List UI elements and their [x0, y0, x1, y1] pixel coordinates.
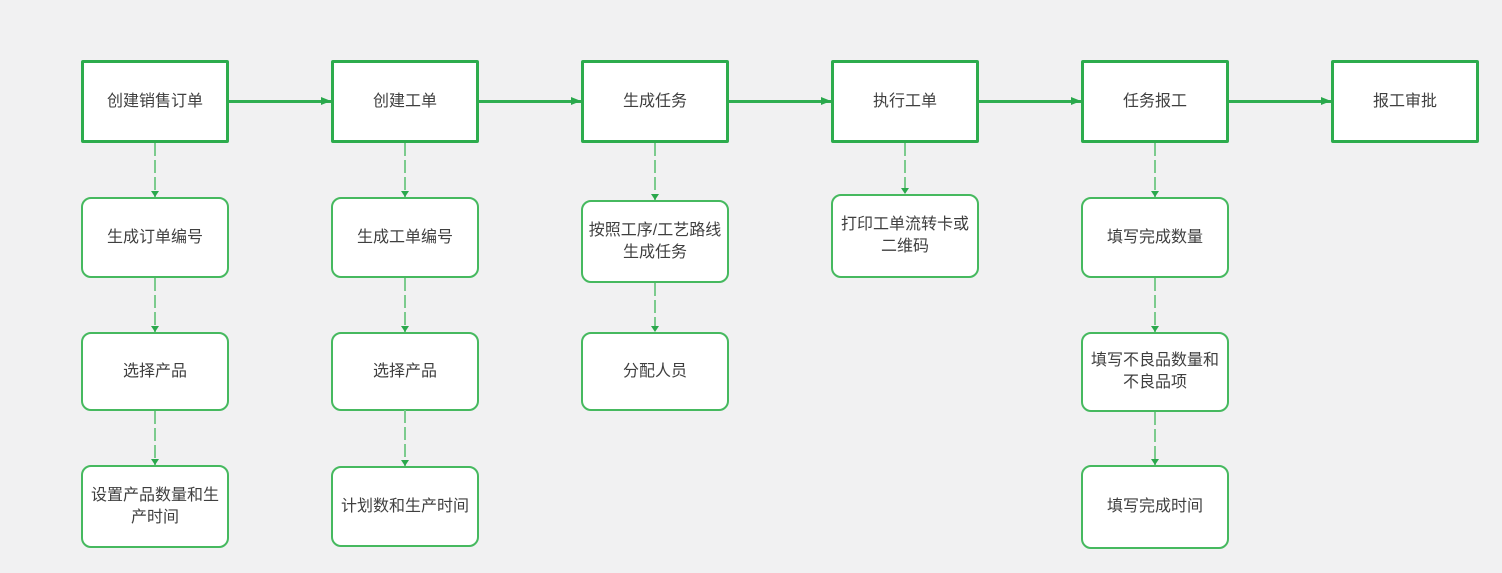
connector-dashed-c2-b: [401, 278, 409, 332]
flow-node-generate-order-number: 生成订单编号: [81, 197, 229, 278]
flow-node-create-sales-order: 创建销售订单: [81, 60, 229, 143]
connector-dashed-c4-a: [901, 143, 909, 194]
flow-node-set-product-qty-and-production-time: 设置产品数量和生产时间: [81, 465, 229, 548]
connector-dashed-c1-b: [151, 278, 159, 332]
flow-node-fill-defective-qty-and-items: 填写不良品数量和不良品项: [1081, 332, 1229, 412]
flow-node-report-approval: 报工审批: [1331, 60, 1479, 143]
flow-node-fill-completion-time: 填写完成时间: [1081, 465, 1229, 549]
flow-node-select-product-2: 选择产品: [331, 332, 479, 411]
flow-node-assign-personnel: 分配人员: [581, 332, 729, 411]
connector-dashed-c5-c: [1151, 412, 1159, 465]
connector-dashed-c3-b: [651, 283, 659, 332]
connector-dashed-c5-a: [1151, 143, 1159, 197]
connector-dashed-c2-c: [401, 410, 409, 466]
connector-arrow-3-4: [729, 97, 831, 105]
flow-node-task-reporting: 任务报工: [1081, 60, 1229, 143]
connector-arrow-4-5: [979, 97, 1081, 105]
flow-node-plan-qty-and-production-time: 计划数和生产时间: [331, 466, 479, 547]
connector-dashed-c2-a: [401, 143, 409, 197]
flow-node-create-work-order: 创建工单: [331, 60, 479, 143]
connector-dashed-c1-c: [151, 411, 159, 465]
flow-node-select-product-1: 选择产品: [81, 332, 229, 411]
connector-dashed-c5-b: [1151, 278, 1159, 332]
flow-node-generate-tasks-by-process-route: 按照工序/工艺路线生成任务: [581, 200, 729, 283]
flow-node-fill-completed-qty: 填写完成数量: [1081, 197, 1229, 278]
flow-node-execute-work-order: 执行工单: [831, 60, 979, 143]
connector-dashed-c1-a: [151, 143, 159, 197]
connector-arrow-5-6: [1229, 97, 1331, 105]
flow-node-print-work-order-card-or-qr: 打印工单流转卡或二维码: [831, 194, 979, 278]
connector-dashed-c3-a: [651, 143, 659, 200]
connector-arrow-2-3: [479, 97, 581, 105]
flow-node-generate-tasks: 生成任务: [581, 60, 729, 143]
flow-node-generate-work-order-number: 生成工单编号: [331, 197, 479, 278]
connector-arrow-1-2: [229, 97, 331, 105]
